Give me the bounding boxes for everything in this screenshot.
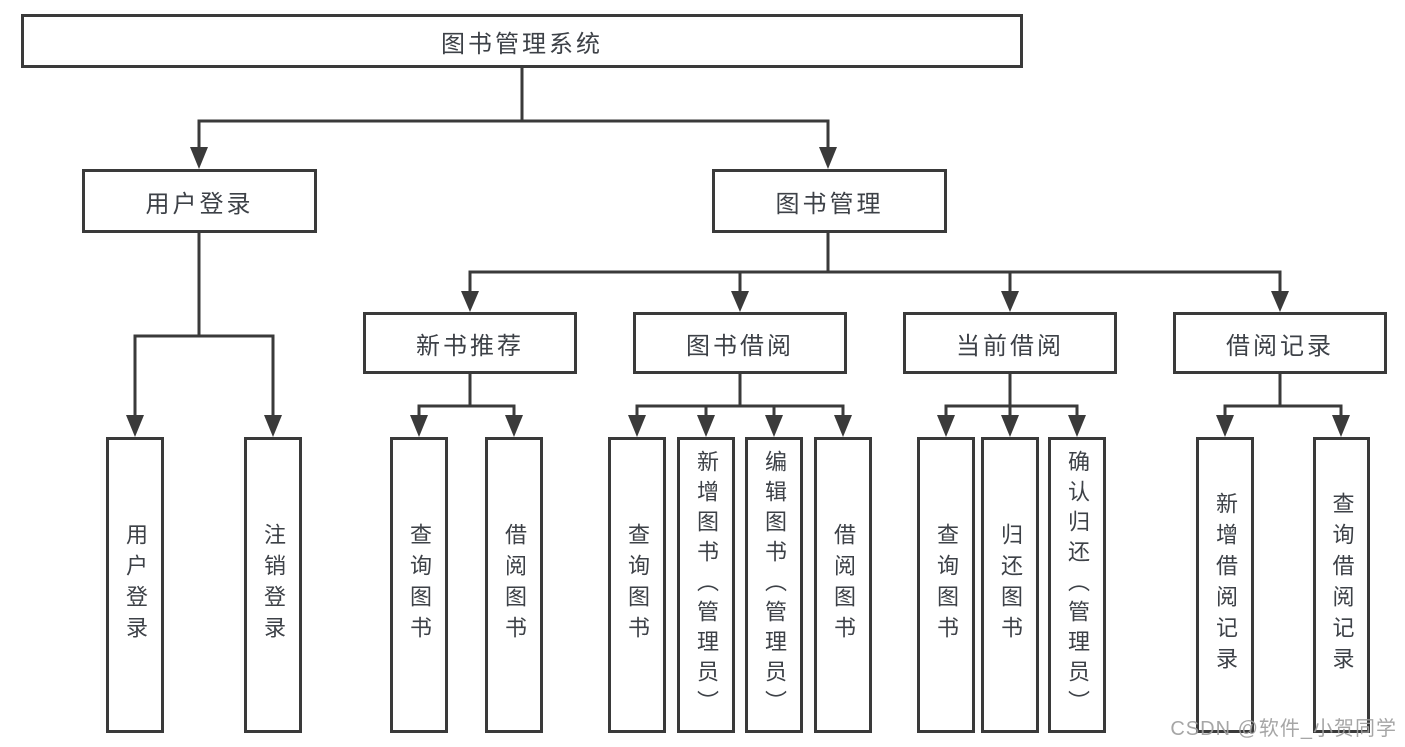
leaf-records-add: 新增借阅记录 [1196,437,1254,733]
leaf-user-login: 用户登录 [106,437,164,733]
leaf-logout: 注销登录 [244,437,302,733]
connector-root-to-level2 [197,68,830,150]
arrowheads-level3 [461,291,1289,312]
node-borrow-records: 借阅记录 [1173,312,1387,374]
arrowheads-level2 [190,147,837,169]
leaf-borrow-add-admin: 新增图书（管理员） [677,437,735,733]
arrowheads-leaves [126,415,1350,437]
node-book-management: 图书管理 [712,169,947,233]
connector-newbook-to-leaves [417,374,516,418]
node-root-system: 图书管理系统 [21,14,1023,68]
leaf-current-confirm-return-admin: 确认归还（管理员） [1048,437,1106,733]
leaf-records-query: 查询借阅记录 [1313,437,1370,733]
leaf-current-return: 归还图书 [981,437,1039,733]
node-book-borrow: 图书借阅 [633,312,847,374]
leaf-borrow-book: 借阅图书 [814,437,872,733]
connector-records-to-leaves [1223,374,1343,418]
watermark-text: CSDN @软件_小贺同学 [1170,718,1397,740]
connector-bookmgmt-to-level3 [468,233,1282,294]
leaf-borrow-edit-admin: 编辑图书（管理员） [745,437,803,733]
node-new-book-recommend: 新书推荐 [363,312,577,374]
connector-currentborrow-to-leaves [944,374,1079,418]
node-user-login: 用户登录 [82,169,317,233]
leaf-current-query: 查询图书 [917,437,975,733]
leaf-borrow-query: 查询图书 [608,437,666,733]
leaf-newbook-borrow: 借阅图书 [485,437,543,733]
leaf-newbook-query: 查询图书 [390,437,448,733]
connector-userlogin-to-leaves [133,233,275,418]
node-current-borrow: 当前借阅 [903,312,1117,374]
connector-bookborrow-to-leaves [635,374,845,418]
